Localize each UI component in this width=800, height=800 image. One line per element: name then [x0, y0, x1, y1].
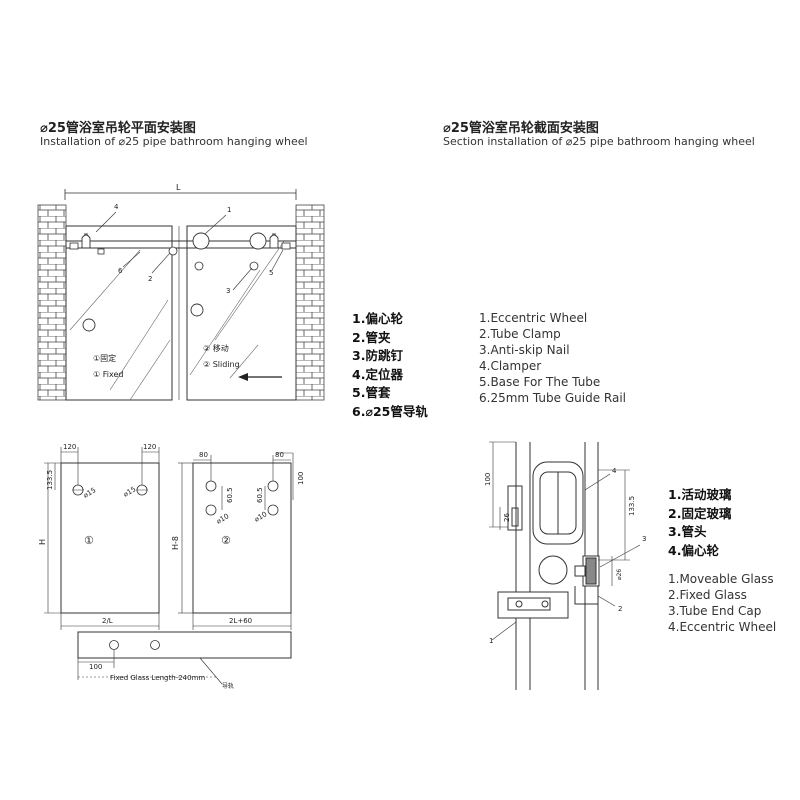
callout-2: 2 [148, 275, 152, 283]
p2-dim-mid-left: 60.5 [226, 487, 234, 503]
p2-dim-mid-right: 60.5 [256, 487, 264, 503]
p2-side-label: H-8 [171, 536, 180, 550]
p2-center-label: ② [221, 534, 231, 547]
p2-hole-left: ⌀10 [215, 512, 230, 525]
eccentric-wheel-2 [249, 232, 267, 250]
eccentric-wheel-1 [192, 232, 210, 250]
p1-width-label: 2/L [102, 617, 113, 625]
list-item: 6.⌀25管导轨 [352, 403, 428, 419]
fixed-label-cn: ①固定 [93, 353, 116, 363]
plan-title-en: Installation of ⌀25 pipe bathroom hangin… [40, 135, 308, 148]
p1-center-label: ① [84, 534, 94, 547]
section-title-en: Section installation of ⌀25 pipe bathroo… [443, 135, 755, 148]
sliding-arrow-icon [229, 344, 282, 381]
sec-callout-3: 3 [642, 535, 646, 543]
left-brick-wall [37, 204, 67, 401]
p1-side-label: H [38, 539, 47, 545]
list-item: 1.偏心轮 [352, 311, 403, 326]
list-item: 3.管头 [668, 524, 707, 539]
callout-5: 5 [269, 269, 273, 277]
sliding-glass-panel [186, 225, 297, 401]
list-item: 6.25mm Tube Guide Rail [479, 391, 626, 405]
p1-dim-height: 133.5 [46, 470, 54, 490]
rail-note: Fixed Glass Length-240mm [110, 674, 205, 682]
p1-dim-left: 120 [63, 443, 76, 451]
callout-6: 6 [118, 267, 123, 275]
glass-reflection-lines [69, 239, 286, 401]
p2-dim-top: 100 [297, 472, 305, 485]
section-parts-list-en: 1.Moveable Glass 2.Fixed Glass 3.Tube En… [668, 571, 776, 635]
list-item: 1.Eccentric Wheel [479, 311, 588, 325]
fixed-label-en: ① Fixed [93, 370, 123, 379]
sec-callout-1: 1 [489, 637, 493, 645]
list-item: 2.Fixed Glass [668, 588, 747, 602]
list-item: 3.Tube End Cap [668, 604, 762, 618]
guide-rail-drawing [77, 631, 292, 685]
dimension-L: L [64, 183, 297, 200]
glass-panel-1-drawing [44, 447, 160, 630]
callout-3: 3 [226, 287, 230, 295]
sec-dim-1335: 133.5 [628, 496, 636, 516]
list-item: 2.管夹 [352, 329, 391, 345]
clamper-right [269, 233, 279, 249]
rail-dim: 100 [89, 663, 102, 671]
sec-callout-2: 2 [618, 605, 622, 613]
p1-dim-right: 120 [143, 443, 156, 451]
p2-hole-right: ⌀10 [253, 510, 268, 523]
plan-parts-list-cn: 1.偏心轮 2.管夹 3.防跳钉 4.定位器 5.管套 6.⌀25管导轨 [352, 310, 428, 421]
list-item: 4.Eccentric Wheel [668, 620, 777, 634]
right-brick-wall [295, 204, 325, 401]
glass-panel-2-drawing [178, 452, 294, 630]
list-item: 5.管套 [352, 385, 391, 400]
rail-tag: 导轨 [222, 682, 234, 690]
clamper-left [81, 233, 91, 249]
list-item: 5.Base For The Tube [479, 375, 601, 389]
plan-title-cn: ⌀25管浴室吊轮平面安装图 [40, 121, 196, 136]
dim-L-label: L [176, 183, 181, 192]
sliding-label-cn: ② 移动 [203, 343, 229, 353]
section-title-cn: ⌀25管浴室吊轮截面安装图 [443, 121, 599, 136]
list-item: 4.偏心轮 [668, 542, 719, 558]
callout-4: 4 [114, 203, 119, 211]
p2-dim-right: 80 [275, 451, 284, 459]
callout-1: 1 [227, 206, 231, 214]
section-view-drawing [489, 441, 641, 690]
list-item: 4.Clamper [479, 359, 542, 373]
list-item: 3.Anti-skip Nail [479, 343, 570, 357]
sec-dim-26: 26 [503, 513, 511, 522]
sec-callout-4: 4 [612, 467, 617, 475]
plan-parts-list-en: 1.Eccentric Wheel 2.Tube Clamp 3.Anti-sk… [479, 310, 626, 406]
section-parts-list-cn: 1.活动玻璃 2.固定玻璃 3.管头 4.偏心轮 [668, 486, 731, 560]
list-item: 1.活动玻璃 [668, 487, 732, 502]
p1-hole-left: ⌀15 [82, 486, 97, 499]
list-item: 2.固定玻璃 [668, 505, 732, 521]
sliding-label-en: ② Sliding [203, 360, 240, 369]
list-item: 4.定位器 [352, 366, 403, 382]
list-item: 3.防跳钉 [352, 348, 403, 363]
sec-dim-d26: ⌀26 [616, 569, 623, 580]
p2-width-label: 2L+60 [229, 617, 252, 625]
p1-hole-right: ⌀15 [122, 485, 137, 498]
p2-dim-left: 80 [199, 451, 208, 459]
list-item: 1.Moveable Glass [668, 572, 774, 586]
sec-dim-100: 100 [484, 473, 492, 486]
list-item: 2.Tube Clamp [479, 327, 561, 341]
